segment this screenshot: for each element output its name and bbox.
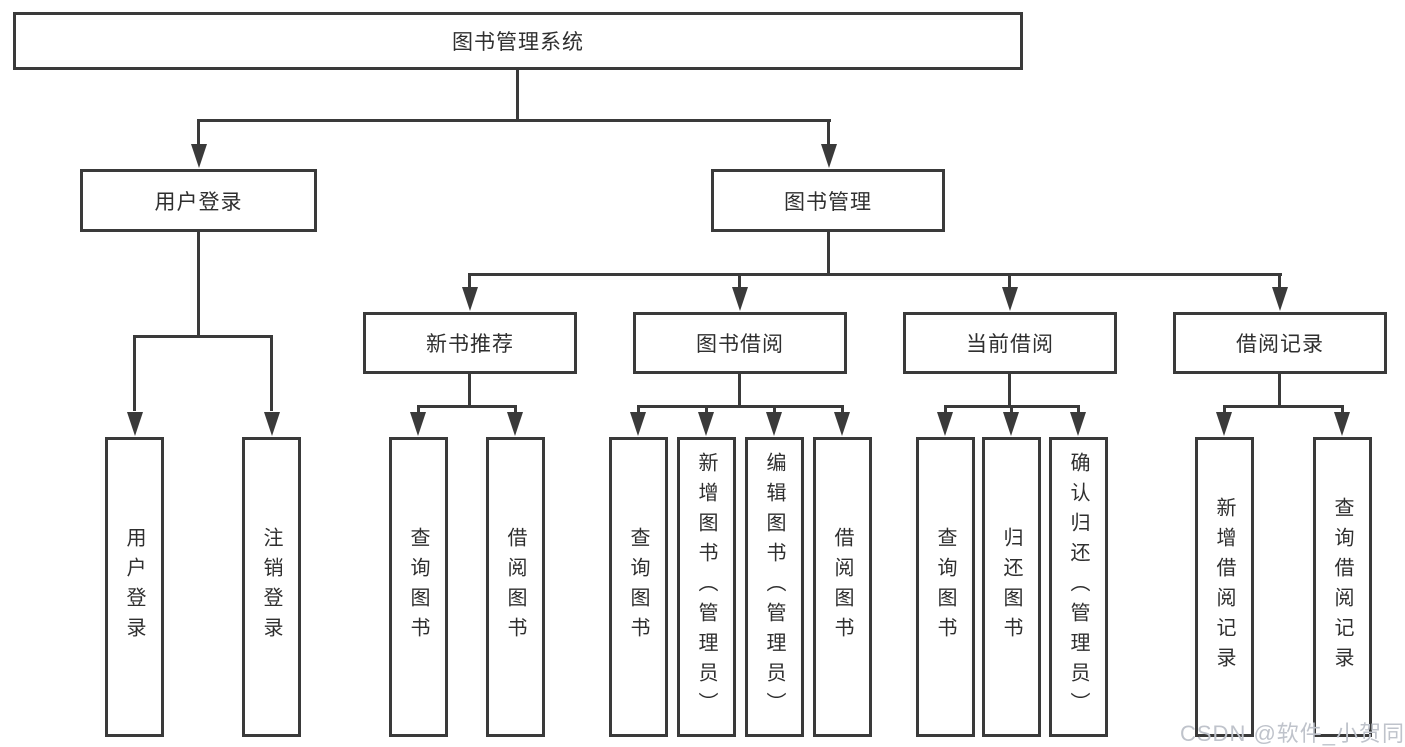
arrow-down-icon xyxy=(264,412,280,436)
arrow-down-icon xyxy=(1272,287,1288,311)
connector-drop-new-books xyxy=(468,273,471,289)
arrow-down-icon xyxy=(1003,412,1019,436)
arrow-down-icon xyxy=(630,412,646,436)
connector-leaf-drop xyxy=(1010,405,1013,414)
arrow-down-icon xyxy=(732,287,748,311)
node-new-books: 新书推荐 xyxy=(363,312,577,374)
connector-root-stem xyxy=(516,70,519,120)
connector-drop-user-login xyxy=(197,119,200,147)
connector-records-rail xyxy=(1223,405,1344,408)
connector-borrowing-rail xyxy=(637,405,844,408)
leaf-borrowing-query: 查询图书 xyxy=(609,437,668,737)
node-borrow-records: 借阅记录 xyxy=(1173,312,1387,374)
leaf-borrowing-borrow: 借阅图书 xyxy=(813,437,872,737)
connector-records-stem xyxy=(1278,374,1281,407)
arrow-down-icon xyxy=(127,412,143,436)
node-book-mgmt: 图书管理 xyxy=(711,169,945,232)
csdn-watermark: CSDN @软件_小贺同学 xyxy=(1180,721,1405,746)
connector-drop-logout-leaf xyxy=(270,335,273,411)
connector-level2-rail xyxy=(197,119,831,122)
leaf-new-books-query: 查询图书 xyxy=(389,437,448,737)
arrow-down-icon xyxy=(1002,287,1018,311)
leaf-current-query: 查询图书 xyxy=(916,437,975,737)
leaf-current-return: 归还图书 xyxy=(982,437,1041,737)
leaf-borrowing-add-admin: 新增图书（管理员） xyxy=(677,437,736,737)
connector-borrowing-stem xyxy=(738,374,741,407)
node-user-login: 用户登录 xyxy=(80,169,317,232)
arrow-down-icon xyxy=(821,144,837,168)
connector-new-books-rail xyxy=(417,405,517,408)
node-root-system: 图书管理系统 xyxy=(13,12,1023,70)
connector-leaf-drop xyxy=(944,405,947,414)
arrow-down-icon xyxy=(766,412,782,436)
connector-leaf-drop xyxy=(514,405,517,414)
connector-drop-login-leaf xyxy=(133,335,136,411)
node-borrowing: 图书借阅 xyxy=(633,312,847,374)
leaf-records-query: 查询借阅记录 xyxy=(1313,437,1372,737)
leaf-user-login: 用户登录 xyxy=(105,437,164,737)
leaf-logout: 注销登录 xyxy=(242,437,301,737)
node-current-borrow: 当前借阅 xyxy=(903,312,1117,374)
connector-leaf-drop xyxy=(841,405,844,414)
connector-leaf-drop xyxy=(637,405,640,414)
connector-user-login-rail xyxy=(133,335,273,338)
arrow-down-icon xyxy=(834,412,850,436)
leaf-current-confirm-admin: 确认归还（管理员） xyxy=(1049,437,1108,737)
connector-drop-current xyxy=(1008,273,1011,289)
arrow-down-icon xyxy=(462,287,478,311)
connector-user-login-stem xyxy=(197,232,200,336)
connector-drop-book-mgmt xyxy=(827,119,830,147)
connector-drop-records xyxy=(1278,273,1281,289)
connector-leaf-drop xyxy=(705,405,708,414)
connector-leaf-drop xyxy=(1223,405,1226,414)
leaf-borrowing-edit-admin: 编辑图书（管理员） xyxy=(745,437,804,737)
arrow-down-icon xyxy=(191,144,207,168)
arrow-down-icon xyxy=(937,412,953,436)
arrow-down-icon xyxy=(1334,412,1350,436)
connector-leaf-drop xyxy=(417,405,420,414)
arrow-down-icon xyxy=(1216,412,1232,436)
connector-level3-rail xyxy=(468,273,1282,276)
leaf-records-add: 新增借阅记录 xyxy=(1195,437,1254,737)
connector-new-books-stem xyxy=(468,374,471,407)
arrow-down-icon xyxy=(698,412,714,436)
leaf-new-books-borrow: 借阅图书 xyxy=(486,437,545,737)
connector-leaf-drop xyxy=(1077,405,1080,414)
connector-current-stem xyxy=(1008,374,1011,407)
arrow-down-icon xyxy=(507,412,523,436)
connector-leaf-drop xyxy=(773,405,776,414)
arrow-down-icon xyxy=(1070,412,1086,436)
connector-drop-borrowing xyxy=(738,273,741,289)
connector-book-mgmt-stem xyxy=(827,232,830,276)
connector-leaf-drop xyxy=(1341,405,1344,414)
arrow-down-icon xyxy=(410,412,426,436)
